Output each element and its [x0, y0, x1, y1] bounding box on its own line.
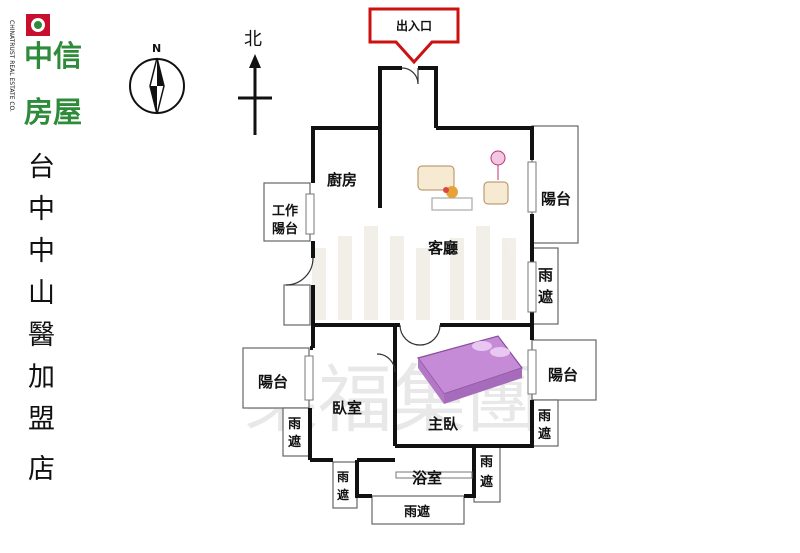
label-balcony-east: 陽台 [541, 190, 571, 208]
branch-char: 店 [28, 454, 55, 485]
windows [304, 161, 537, 479]
label-canopy-east-1: 雨 [538, 266, 553, 284]
logo: CHINATRUST REAL ESTATE CO. 中信 房屋 [8, 14, 82, 129]
label-canopy-west-1: 雨 [288, 417, 301, 432]
doors [285, 67, 441, 373]
north-char: 北 [244, 29, 262, 50]
branch-char: 中 [28, 236, 55, 267]
logo-latin: CHINATRUST REAL ESTATE CO. [8, 20, 15, 112]
label-canopy-se-2: 遮 [538, 426, 551, 442]
label-canopy-bottom: 雨遮 [404, 504, 430, 520]
label-balcony-west: 陽台 [258, 373, 288, 391]
entrance-sign: 出入口 [368, 7, 460, 65]
branch-char: 加 [28, 362, 55, 393]
label-work-balcony-2: 陽台 [272, 221, 298, 237]
label-bedroom: 臥室 [332, 399, 362, 417]
branch-char: 台 [28, 152, 55, 183]
se-canopy-outline [531, 399, 559, 447]
logo-brand-line2: 房屋 [24, 95, 82, 129]
balconies [242, 125, 597, 525]
bed-icon [417, 335, 523, 404]
branch-char: 山 [28, 278, 55, 309]
label-canopy-s2-2: 遮 [480, 474, 493, 490]
label-canopy-se-1: 雨 [538, 409, 551, 424]
room-labels: 廚房 工作 陽台 客廳 陽台 雨 遮 陽台 雨 遮 臥室 主臥 陽台 雨 遮 浴… [258, 171, 578, 520]
branch-name: 台 中 中 山 醫 加 盟 店 [28, 152, 55, 485]
branch-char: 醫 [28, 320, 55, 351]
sofa-set-icon [417, 150, 509, 211]
logo-brand-line1: 中信 [24, 39, 82, 73]
s2-canopy-outline [473, 445, 501, 503]
entrance-arrow [368, 7, 460, 65]
label-living-room: 客廳 [427, 239, 458, 257]
compass-icon: N [129, 42, 185, 115]
label-canopy-sw-1: 雨 [337, 470, 349, 484]
label-canopy-east-2: 遮 [538, 288, 553, 306]
west-canopy-outline [282, 407, 310, 457]
label-balcony-se: 陽台 [548, 366, 578, 384]
label-canopy-s2-1: 雨 [480, 455, 493, 470]
se-balcony-outline [531, 339, 597, 401]
label-bathroom: 浴室 [412, 469, 442, 487]
label-canopy-west-2: 遮 [288, 434, 301, 450]
walls [308, 66, 534, 498]
bottom-canopy-outline [371, 495, 465, 525]
branch-char: 盟 [28, 404, 55, 435]
label-kitchen: 廚房 [327, 171, 357, 189]
branch-char: 中 [28, 194, 55, 225]
entrance-label: 出入口 [396, 18, 432, 33]
label-master-bedroom: 主臥 [428, 415, 459, 433]
north-arrow-icon: 北 [238, 29, 272, 135]
west-balcony-outline [242, 347, 310, 409]
compass-north-letter: N [152, 42, 161, 55]
label-canopy-sw-2: 遮 [337, 487, 349, 502]
entrance-door [401, 67, 419, 85]
east-balcony-outline [531, 125, 579, 244]
label-work-balcony-1: 工作 [272, 203, 298, 219]
